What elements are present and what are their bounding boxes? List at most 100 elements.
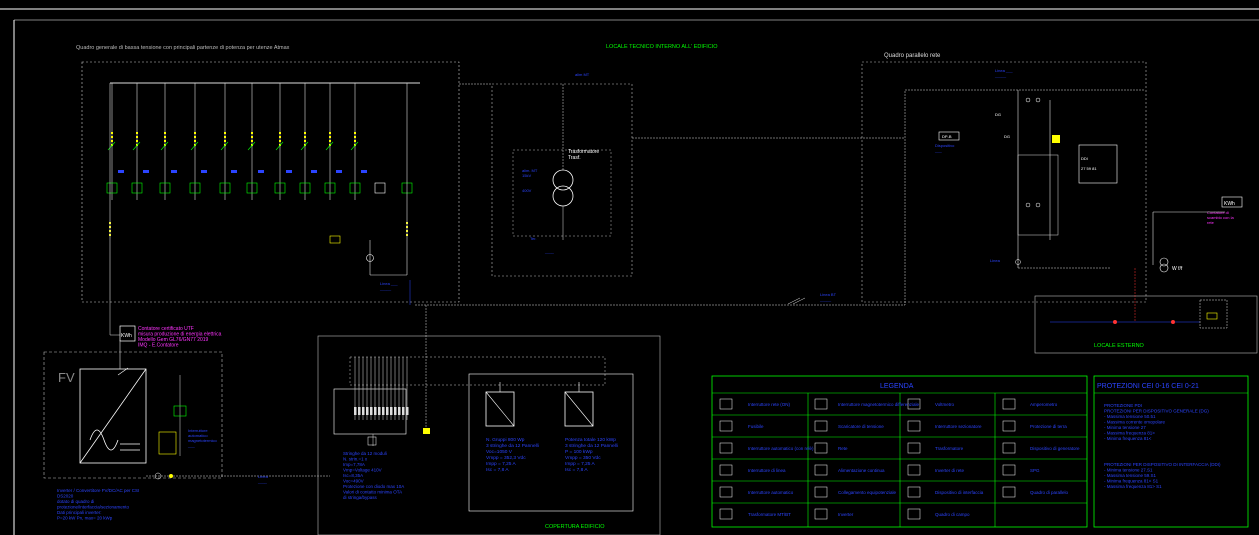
breaker-contact (300, 141, 309, 151)
string-fuse (382, 407, 385, 415)
string-fuse (362, 407, 365, 415)
main-panel-feed-label: Linea ___ (380, 281, 398, 286)
panel-a-note-line: Voc=1050 V (486, 449, 513, 455)
protection-line: PROTEZIONE PDI (1104, 403, 1142, 408)
svg-text:15kV: 15kV (522, 173, 531, 178)
legend-title: LEGENDA (880, 383, 914, 390)
svg-text:DP-B: DP-B (942, 134, 952, 139)
string-box-fuses (354, 357, 409, 420)
legend-symbol-icon (907, 486, 921, 498)
feeder-breaker (131, 182, 143, 194)
fuse-mark (329, 140, 331, 142)
legend-symbol-icon (1002, 442, 1016, 454)
legend-symbol-icon (719, 398, 733, 410)
pv-label: FV (58, 370, 75, 385)
earth-bar (374, 182, 386, 194)
main-panel-boundary (81, 61, 460, 303)
external-locale-title: LOCALE ESTERNO (1094, 343, 1145, 349)
string-box-note-line: Vmp=Voltage 410V (343, 468, 382, 473)
utf-meter-line: Contatore certificato UTF (138, 326, 194, 332)
feeder-tag (231, 170, 237, 173)
legend-label: Voltmetro (935, 402, 955, 407)
fuse-mark (194, 132, 196, 134)
string-fuse (386, 407, 389, 415)
svg-text:___: ___ (934, 148, 942, 153)
protections-title: PROTEZIONI CEI 0-16 CEI 0-21 (1097, 383, 1199, 390)
legend-table: LEGENDA Interruttore rete (ON)FusibileIn… (711, 375, 1088, 528)
fuse-mark (329, 132, 331, 134)
legend-label: Fusibile (748, 424, 764, 429)
legend-symbol-icon (1002, 464, 1016, 476)
svg-text:DG: DG (995, 112, 1001, 117)
svg-text:automatico: automatico (188, 433, 208, 438)
feeder-breaker (349, 182, 361, 194)
fuse-mark (304, 132, 306, 134)
string-box-note-line: di stringa/bypass (343, 495, 378, 500)
legend-label: Dispositivo di interfaccia (935, 490, 984, 495)
fuse-mark (304, 140, 306, 142)
legend-symbol-icon (814, 398, 828, 410)
legend-label: Collegamento equipotenziale (838, 490, 897, 495)
feeder-tag (361, 170, 367, 173)
fuse-mark (194, 140, 196, 142)
protection-line: - Massima tensione 50.51 (1104, 414, 1156, 419)
fuse-mark (111, 132, 113, 134)
legend-symbol-icon (1002, 486, 1016, 498)
string-fuse (390, 407, 393, 415)
legend-label: Interruttore automatico (con relè) (748, 446, 814, 451)
legend-symbol-icon (1002, 420, 1016, 432)
protections-table: PROTEZIONI CEI 0-16 CEI 0-21 PROTEZIONE … (1093, 375, 1249, 528)
string-box-note-line: Stringhe da 12 moduli (343, 451, 387, 456)
svg-text:_____: _____ (819, 297, 832, 302)
legend-label: Protezione di terra (1030, 424, 1067, 429)
fuse-mark (111, 136, 113, 138)
transformer-room (491, 83, 633, 277)
breaker-contact (220, 141, 229, 151)
protection-line: - Massima frequenza 81> (1104, 431, 1155, 436)
utf-meter-tag: KWh (121, 333, 132, 339)
feeder-breaker (159, 182, 171, 194)
svg-text:magnetotermico: magnetotermico (188, 438, 217, 443)
fuse-mark (279, 140, 281, 142)
string-fuse (366, 407, 369, 415)
panel-a-note-line: Impp = 7,25 A (486, 461, 517, 467)
pv-inverter-area (43, 351, 223, 479)
svg-text:27 59 81: 27 59 81 (1081, 166, 1097, 171)
fuse-mark (164, 136, 166, 138)
roof-title: COPERTURA EDIFICIO (545, 524, 605, 530)
svg-text:Contatore di: Contatore di (1207, 210, 1229, 215)
legend-label: Inverter di rete (935, 468, 965, 473)
legend-symbol-icon (719, 420, 733, 432)
feeder-breaker (219, 182, 231, 194)
svg-text:_____: _____ (994, 73, 1007, 78)
feeder-tag (258, 170, 264, 173)
panel-b-note-line: Potenza totale 120 kWp (565, 437, 616, 443)
inverter-note-line: dotato di quadro di (57, 499, 94, 504)
protection-line: - Minima tensione 27 (1104, 425, 1146, 430)
fuse-mark (279, 132, 281, 134)
string-fuse (402, 407, 405, 415)
legend-label: SPG (1030, 468, 1040, 473)
string-fuse (358, 407, 361, 415)
fuse-mark (354, 136, 356, 138)
fuse-mark (194, 136, 196, 138)
panel-a-note-line: N. Gruppi 800 Wp (486, 437, 525, 443)
feeder-breaker (274, 182, 286, 194)
protection-line: - Massima frequenza 81> S1 (1104, 484, 1162, 489)
svg-text:alim. MT: alim. MT (522, 168, 538, 173)
fuse-mark (251, 136, 253, 138)
protection-line: - Minima frequenza 81< (1104, 436, 1152, 441)
feeder-tag (118, 170, 124, 173)
breaker-contact (275, 141, 284, 151)
fuse-mark (136, 132, 138, 134)
fuse-mark (279, 136, 281, 138)
panel-b-note-line: Vmpp = 350 Vdc (565, 455, 601, 461)
breaker-contact (132, 141, 141, 151)
legend-symbol-icon (719, 464, 733, 476)
fuse-mark (224, 140, 226, 142)
legend-symbol-icon (1002, 398, 1016, 410)
